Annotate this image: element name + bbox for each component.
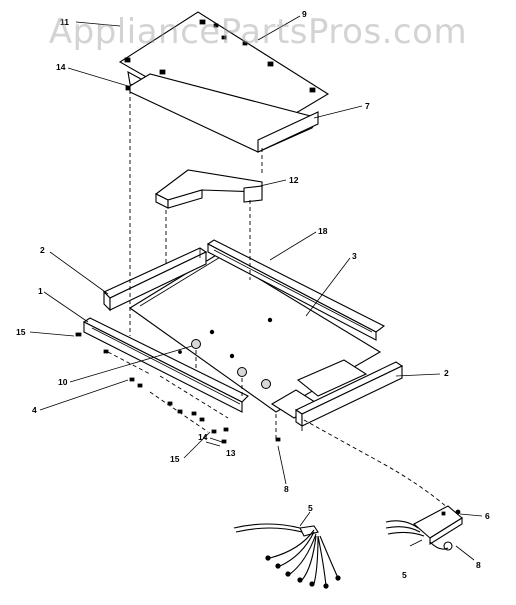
callout-18: 18: [318, 226, 328, 236]
callout-11: 11: [60, 17, 69, 27]
callout-14-top: 14: [56, 62, 66, 72]
callout-15-bottom: 15: [170, 454, 180, 464]
leader-lines: [29, 15, 483, 561]
callout-4: 4: [32, 405, 37, 415]
callout-8-mid: 8: [284, 484, 289, 494]
callout-3: 3: [352, 251, 357, 261]
callout-5-right: 5: [402, 570, 407, 580]
control-knobs: [178, 317, 273, 389]
callout-14-bottom: 14: [198, 432, 208, 442]
callout-7: 7: [365, 101, 370, 111]
callout-2-left: 2: [40, 245, 45, 255]
insulation-pad: [129, 73, 319, 153]
callout-13: 13: [226, 448, 236, 458]
rear-rail: [206, 239, 386, 341]
callout-6: 6: [485, 511, 490, 521]
callout-1: 1: [38, 286, 43, 296]
terminal-bracket: [385, 505, 463, 551]
callout-15-left: 15: [16, 327, 26, 337]
callout-labels: 11 9 14 7 12 2 18 3 1 15 10 4 2 14 15 13…: [16, 9, 490, 580]
side-channel-left: [103, 247, 208, 312]
watermark: AppliancePartsPros.com: [48, 12, 468, 52]
callout-12: 12: [289, 175, 299, 185]
callout-2-right: 2: [444, 368, 449, 378]
foam-block: [154, 169, 263, 209]
callout-5-left: 5: [308, 503, 313, 513]
side-channel-right: [294, 361, 404, 428]
tray-base: [129, 253, 382, 419]
assembly-guide-lines: [107, 90, 449, 509]
screws: [75, 85, 281, 444]
callout-8-right: 8: [476, 560, 481, 570]
front-bracket-rail: [82, 317, 249, 413]
callout-10: 10: [58, 377, 68, 387]
callout-9: 9: [302, 9, 307, 19]
wire-harness: [233, 523, 341, 589]
